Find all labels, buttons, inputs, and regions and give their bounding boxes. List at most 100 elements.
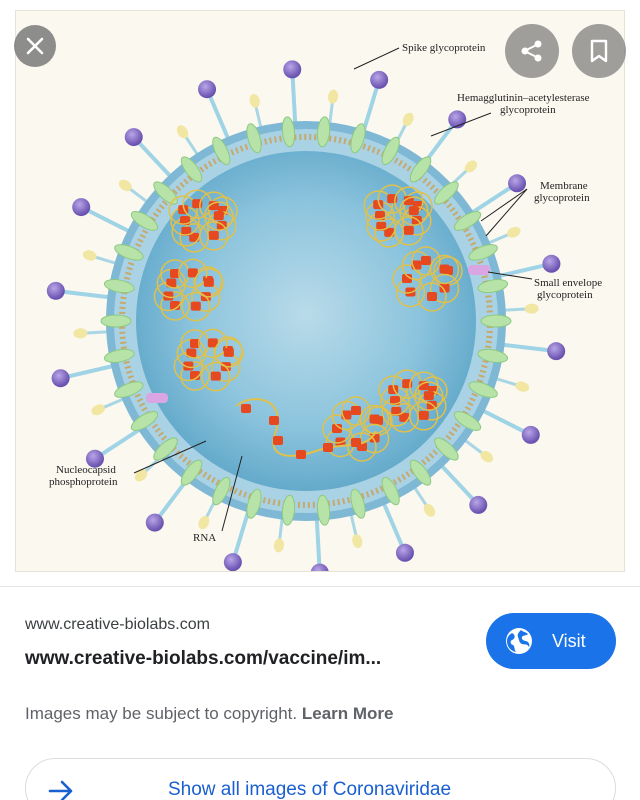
membrane-glycoprotein — [468, 381, 498, 398]
membrane-glycoprotein — [381, 476, 400, 506]
nucleocapsid-protein — [423, 391, 434, 401]
rna-coil — [178, 258, 208, 289]
virus-diagram-image[interactable]: Spike glycoprotein Hemagglutinin–acetyle… — [15, 10, 625, 572]
nucleocapsid-protein — [187, 268, 198, 278]
rna-coil — [194, 268, 224, 298]
rna-coil — [168, 195, 198, 225]
envelope-label-line2: glycoprotein — [537, 289, 593, 301]
nucleocapsid-protein — [376, 221, 387, 231]
he-knob — [515, 381, 530, 392]
show-all-images-button[interactable]: Show all images of Coronaviridae — [25, 758, 616, 800]
membrane-glycoprotein — [350, 123, 366, 154]
he-knob — [73, 328, 88, 339]
nucleocapsid-protein — [183, 361, 194, 371]
arrow-right-icon — [48, 780, 73, 800]
spike-stalk — [290, 69, 298, 126]
membrane-glycoprotein — [453, 211, 482, 231]
he-knob — [352, 534, 363, 549]
nucleocapsid-label-line1: Nucleocapsid — [56, 464, 116, 476]
he-knob — [249, 93, 260, 108]
membrane-glycoprotein — [434, 181, 459, 205]
nucleocapsid-protein — [190, 338, 200, 348]
membrane-glycoprotein — [180, 459, 203, 486]
nucleocapsid-protein — [189, 232, 200, 242]
visit-button[interactable]: Visit — [486, 613, 616, 669]
nucleocapsid-protein — [351, 438, 361, 447]
rna-coil — [204, 201, 234, 231]
rna-coil — [201, 361, 231, 392]
membrane-glycoprotein — [350, 488, 366, 519]
membrane-glycoprotein — [246, 488, 262, 519]
rna-coil — [179, 223, 209, 253]
source-domain[interactable]: www.creative-biolabs.com — [25, 616, 210, 633]
nucleocapsid-protein — [203, 277, 214, 287]
share-button[interactable] — [505, 24, 559, 78]
he-knob — [176, 125, 189, 139]
nucleocapsid-protein — [213, 211, 224, 221]
he-knob — [507, 226, 521, 238]
membrane-glycoprotein — [468, 244, 498, 261]
nucleocapsid-label-line2: phosphoprotein — [49, 476, 118, 488]
learn-more-link[interactable]: Learn More — [301, 704, 394, 723]
membrane-glycoprotein — [212, 476, 231, 506]
show-all-label: Show all images of Coronaviridae — [168, 779, 452, 800]
spike-knob — [521, 425, 540, 444]
membrane-glycoprotein — [180, 156, 203, 183]
rna-coil — [389, 403, 419, 433]
nucleocapsid-protein — [332, 424, 342, 433]
membrane-glycoprotein — [100, 314, 132, 328]
rna-coil — [160, 291, 190, 321]
he-knob — [134, 469, 148, 482]
spike-knob — [124, 128, 143, 147]
globe-icon — [506, 628, 532, 654]
copyright-notice: Images may be subject to copyright. Lear… — [25, 704, 394, 724]
rna-coil — [198, 328, 228, 359]
spike-knob — [46, 281, 65, 300]
nucleocapsid-protein — [418, 381, 429, 391]
spike-knob — [198, 80, 217, 99]
membrane-label-line1: Membrane — [540, 180, 588, 192]
spike-knob — [51, 369, 70, 388]
nucleocapsid-protein — [408, 206, 419, 216]
spike-stalk — [381, 500, 407, 554]
spike-stalk — [360, 79, 382, 135]
he-knob — [273, 538, 284, 553]
nucleocapsid-protein — [439, 283, 450, 293]
rna-coil — [347, 432, 377, 462]
spike-stalk — [132, 135, 174, 180]
membrane-glycoprotein — [246, 123, 262, 154]
membrane-label-line2: glycoprotein — [534, 192, 590, 204]
section-divider — [0, 586, 640, 587]
nucleocapsid-protein — [208, 230, 219, 240]
nucleocapsid-protein — [418, 410, 429, 420]
membrane-glycoprotein — [477, 348, 509, 363]
nucleocapsid-protein — [402, 274, 412, 283]
bookmark-icon — [590, 39, 608, 63]
membrane-glycoprotein — [316, 116, 331, 148]
membrane-glycoprotein — [409, 459, 432, 486]
source-url[interactable]: www.creative-biolabs.com/vaccine/im... — [25, 648, 382, 669]
nucleocapsid-layer — [153, 184, 463, 462]
spike-knob — [283, 60, 302, 79]
nucleocapsid-protein — [369, 414, 380, 424]
close-icon — [26, 37, 44, 55]
save-button[interactable] — [572, 24, 626, 78]
share-icon — [521, 40, 542, 62]
membrane-glycoprotein — [480, 314, 512, 328]
nucleocapsid-protein — [163, 291, 174, 301]
nucleocapsid-protein — [181, 226, 192, 236]
spike-knob — [145, 513, 164, 532]
he-knob — [464, 160, 478, 173]
close-button[interactable] — [14, 25, 56, 67]
nucleocapsid-protein — [351, 406, 361, 415]
he-knob — [524, 303, 539, 314]
rna-coil — [378, 375, 408, 405]
nucleocapsid-protein — [190, 301, 201, 311]
he-knob — [423, 503, 436, 517]
nucleocapsid-protein — [241, 404, 251, 413]
nucleocapsid-protein — [208, 201, 219, 211]
rna-coil — [180, 361, 210, 391]
membrane-glycoprotein — [130, 211, 159, 231]
nucleocapsid-protein — [210, 371, 221, 381]
membrane-glycoprotein — [381, 136, 400, 166]
